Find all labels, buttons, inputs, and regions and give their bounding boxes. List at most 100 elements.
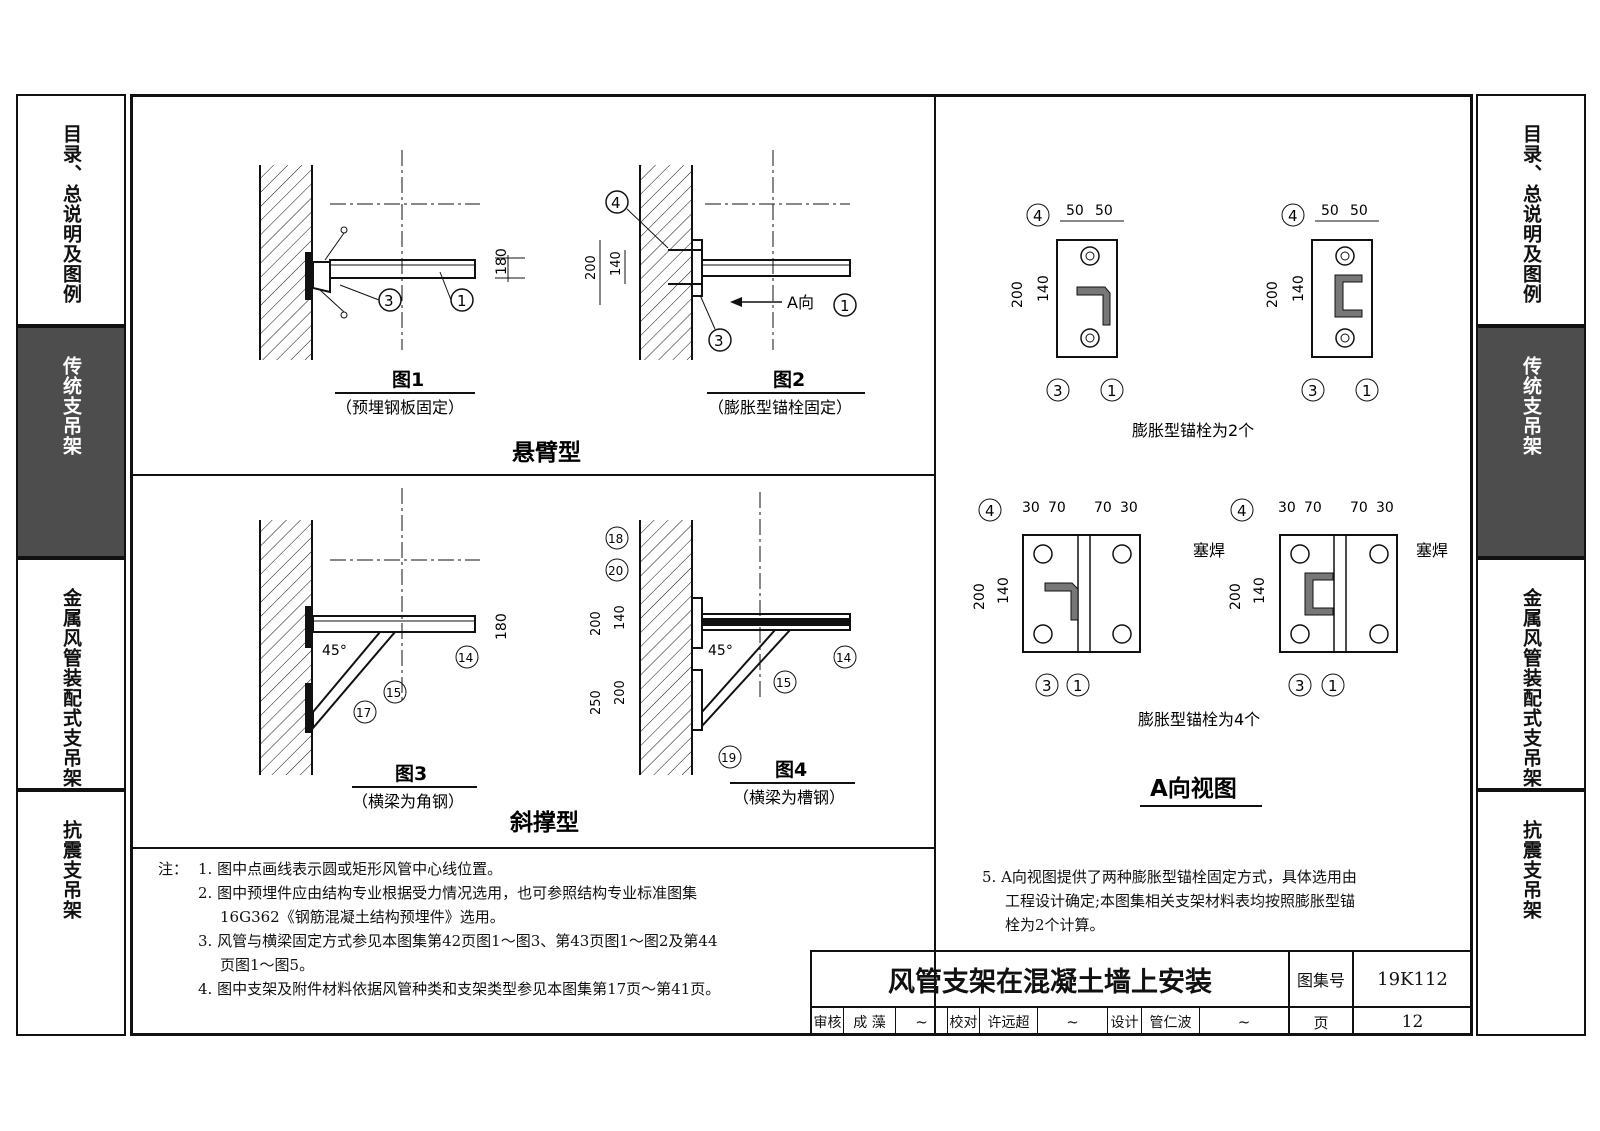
svg-text:4: 4	[1033, 207, 1043, 225]
note5-line-1: 5. A向视图提供了两种膨胀型锚栓固定方式，具体选用由	[982, 868, 1357, 886]
dim-180-fig1: 180	[494, 248, 510, 275]
svg-text:50: 50	[1350, 203, 1368, 219]
title-block: 风管支架在混凝土墙上安装 图集号 19K112 审核 成 藻 ~ 校对 许远超 …	[810, 950, 1473, 1036]
svg-text:50: 50	[1066, 203, 1084, 219]
checker-name: 许远超	[980, 1008, 1038, 1036]
plug-weld-label-2: 塞焊	[1416, 541, 1448, 560]
figure-4-caption: （横梁为槽钢）	[733, 788, 845, 807]
embed-plate-1	[305, 252, 313, 300]
svg-text:140: 140	[996, 577, 1012, 604]
svg-text:15: 15	[386, 686, 401, 700]
svg-text:17: 17	[356, 706, 371, 720]
wall-4	[640, 520, 692, 775]
svg-text:140: 140	[1036, 275, 1052, 302]
svg-text:70: 70	[1350, 500, 1368, 516]
review-label: 审核	[812, 1008, 844, 1036]
svg-text:140: 140	[1252, 577, 1268, 604]
svg-text:14: 14	[458, 651, 473, 665]
figure-4-drawing: 45° 200 140 250 200 18 20 14 15 19	[589, 492, 857, 775]
reviewer-name: 成 藻	[844, 1008, 896, 1036]
svg-text:200: 200	[1265, 281, 1281, 308]
figure-4-title: 图4	[775, 759, 807, 781]
figure-1-title: 图1	[392, 369, 424, 391]
atlas-no-label: 图集号	[1290, 952, 1354, 1008]
brace-3	[312, 631, 398, 731]
a-view-two-bolts-right: 50 50 200 140 4 3 1	[1265, 203, 1379, 402]
svg-text:70: 70	[1094, 500, 1112, 516]
svg-text:250: 250	[589, 690, 604, 715]
figure-2-drawing: 200 140 4 A向 1 3	[584, 150, 857, 360]
svg-text:1: 1	[1362, 382, 1372, 400]
reviewer-signature: ~	[896, 1008, 948, 1036]
note5-line-3: 栓为2个计算。	[1005, 916, 1105, 934]
tab-seismic-right[interactable]: 抗震支吊架	[1476, 790, 1586, 1036]
a-direction-label: A向	[787, 293, 814, 312]
wall-2	[640, 165, 692, 360]
svg-text:45°: 45°	[322, 643, 347, 659]
svg-text:4: 4	[1237, 502, 1247, 520]
wall-3	[260, 520, 312, 775]
designer-name: 管仁波	[1142, 1008, 1200, 1036]
beam-2	[701, 259, 851, 277]
figure-3-drawing: 45° 180 14 15 17	[259, 488, 510, 775]
callout-3-fig1: 3	[384, 292, 394, 310]
tab-metal-duct-left[interactable]: 金属风管装配式支吊架	[16, 558, 126, 790]
brace-4	[701, 629, 793, 729]
figure-3-title: 图3	[395, 763, 427, 785]
note-line-2: 2. 图中预埋件应由结构专业根据受力情况选用，也可参照结构专业标准图集	[198, 884, 698, 902]
svg-text:200: 200	[1228, 583, 1244, 610]
page-label: 页	[1290, 1008, 1354, 1036]
svg-text:30: 30	[1278, 500, 1296, 516]
svg-text:3: 3	[1308, 382, 1318, 400]
checker-signature: ~	[1038, 1008, 1108, 1036]
a-view-four-bolts-left: 30 70 70 30 塞焊 200 140 4 3 1	[972, 498, 1225, 697]
svg-text:14: 14	[836, 651, 851, 665]
figure-3-caption: （横梁为角钢）	[352, 792, 464, 811]
svg-text:200: 200	[1010, 281, 1026, 308]
svg-text:1: 1	[840, 297, 850, 315]
svg-text:3: 3	[1295, 677, 1305, 695]
section-title-braced: 斜撑型	[509, 810, 579, 836]
svg-text:200: 200	[589, 611, 604, 636]
tab-seismic-left[interactable]: 抗震支吊架	[16, 790, 126, 1036]
tab-traditional-right[interactable]: 传统支吊架	[1476, 326, 1586, 558]
note-line-4: 3. 风管与横梁固定方式参见本图集第42页图1～图3、第43页图1～图2及第44	[198, 932, 718, 950]
atlas-no-value: 19K112	[1354, 952, 1471, 1008]
plug-weld-label-1: 塞焊	[1193, 541, 1225, 560]
svg-text:70: 70	[1048, 500, 1066, 516]
section-title-cantilever: 悬臂型	[512, 439, 581, 466]
svg-text:4: 4	[1288, 207, 1298, 225]
note-line-3: 16G362《钢筋混凝土结构预埋件》选用。	[220, 908, 505, 926]
beam-1	[329, 259, 476, 279]
tab-traditional-left[interactable]: 传统支吊架	[16, 326, 126, 558]
dim-140-fig2: 140	[609, 251, 624, 276]
figure-2-title: 图2	[773, 369, 805, 391]
svg-text:1: 1	[1107, 382, 1117, 400]
svg-text:200: 200	[972, 583, 988, 610]
svg-text:180: 180	[494, 613, 510, 640]
figure-1-drawing: 180 3 1	[259, 150, 525, 360]
svg-text:18: 18	[608, 532, 623, 546]
a-view-four-bolts-right: 30 70 70 30 塞焊 200 140 4 3 1	[1228, 498, 1448, 697]
svg-text:3: 3	[714, 332, 724, 350]
check-label: 校对	[948, 1008, 980, 1036]
tab-catalog-right[interactable]: 目录、总说明及图例	[1476, 94, 1586, 326]
svg-text:50: 50	[1095, 203, 1113, 219]
anchor-plate-2	[691, 239, 703, 297]
section-title-a-view: A向视图	[1150, 775, 1237, 802]
note-line-1: 1. 图中点画线表示圆或矩形风管中心线位置。	[198, 860, 503, 878]
svg-text:20: 20	[608, 564, 623, 578]
tab-catalog-left[interactable]: 目录、总说明及图例	[16, 94, 126, 326]
note-line-6: 4. 图中支架及附件材料依据风管种类和支架类型参见本图集第17页～第41页。	[198, 980, 721, 998]
figure-2-caption: （膨胀型锚栓固定）	[708, 398, 852, 417]
svg-text:200: 200	[613, 680, 628, 705]
tab-metal-duct-right[interactable]: 金属风管装配式支吊架	[1476, 558, 1586, 790]
a-view-two-bolts-left: 50 50 200 140 4 3 1	[1010, 203, 1124, 402]
wall-1	[260, 165, 312, 360]
caption-two-bolts: 膨胀型锚栓为2个	[1132, 421, 1254, 440]
caption-four-bolts: 膨胀型锚栓为4个	[1138, 710, 1260, 729]
svg-text:4: 4	[985, 502, 995, 520]
svg-text:70: 70	[1304, 500, 1322, 516]
svg-text:50: 50	[1321, 203, 1339, 219]
